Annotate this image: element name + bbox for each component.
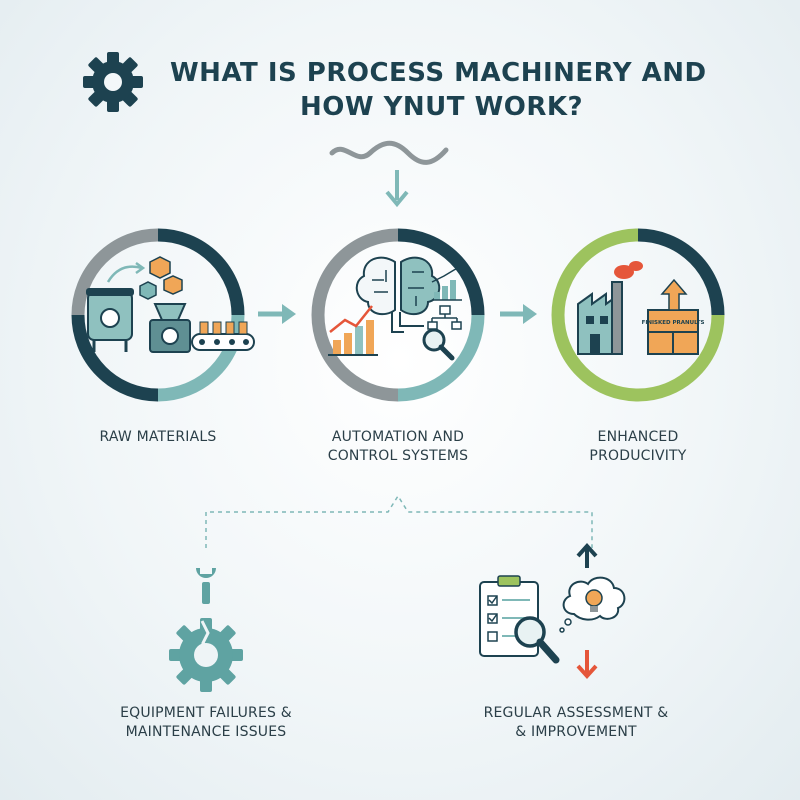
tank-icon bbox=[86, 288, 134, 352]
decline-down-arrow-icon bbox=[576, 650, 598, 679]
improve-up-arrow-icon bbox=[576, 543, 598, 568]
finished-products-box-icon: FINISKED PRANULTS bbox=[642, 309, 705, 355]
factory-icon bbox=[577, 261, 643, 355]
stage-label-automation: AUTOMATION AND CONTROL SYSTEMS bbox=[327, 429, 469, 464]
grinder-machine-icon bbox=[149, 303, 191, 353]
raw-material-cube-icons bbox=[106, 256, 183, 300]
gear-icon bbox=[83, 52, 143, 112]
stage-ring-raw-materials bbox=[71, 228, 245, 402]
bar-chart-small-icon bbox=[431, 265, 463, 301]
assessment-magnifier-icon bbox=[514, 616, 560, 664]
label-regular-assessment: REGULAR ASSESSMENT & & IMPROVEMENT bbox=[483, 705, 669, 740]
conveyor-belt-icon bbox=[191, 321, 255, 351]
title-line-2: HOW YNUT WORK? bbox=[300, 92, 584, 122]
dashed-connector bbox=[205, 494, 593, 548]
flow-arrow-icon bbox=[258, 304, 296, 324]
stage-ring-automation bbox=[311, 228, 485, 402]
input-wave-icon bbox=[329, 140, 449, 165]
title-line-1: WHAT IS PROCESS MACHINERY AND bbox=[170, 58, 707, 88]
lightbulb-idea-icon bbox=[559, 576, 626, 633]
broken-gear-icon bbox=[169, 618, 243, 692]
stage-label-raw-materials: RAW MATERIALS bbox=[99, 429, 217, 445]
magnifier-icon bbox=[422, 328, 455, 361]
up-arrow-icon bbox=[660, 278, 688, 311]
page-title: WHAT IS PROCESS MACHINERY AND HOW YNUT W… bbox=[150, 56, 750, 124]
org-chart-icon bbox=[427, 305, 462, 330]
stage-ring-productivity bbox=[551, 228, 725, 402]
finished-products-text: FINISKED PRANULTS bbox=[642, 320, 705, 326]
brain-circuit-icon bbox=[355, 256, 441, 333]
input-down-arrow-icon bbox=[385, 170, 409, 208]
stage-label-productivity: ENHANCED PRODUCIVITY bbox=[589, 429, 687, 464]
flow-arrow-icon bbox=[500, 304, 537, 324]
label-equipment-failures: EQUIPMENT FAILURES & MAINTENANCE ISSUES bbox=[120, 705, 292, 740]
wrench-icon bbox=[196, 568, 216, 604]
growth-chart-icon bbox=[328, 305, 378, 356]
